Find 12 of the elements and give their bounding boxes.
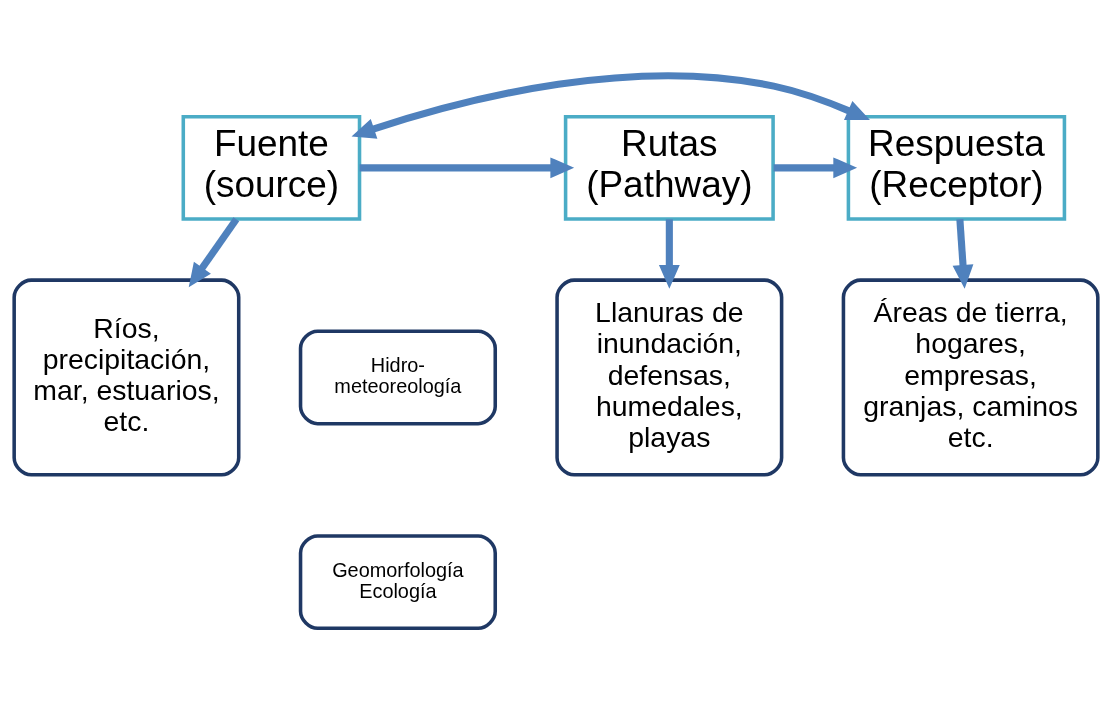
node-box: Geomorfología Ecología <box>298 534 497 631</box>
node-box: Hidro- meteoreología <box>298 329 497 426</box>
arrow <box>351 72 870 139</box>
node-box: Llanuras de inundación, defensas, humedales, playas <box>555 278 784 477</box>
node-box: Áreas de tierra, hogares, empresas, granjas, caminos etc. <box>841 278 1100 477</box>
arrow <box>773 157 858 179</box>
node-box: Respuesta (Receptor) <box>846 114 1067 221</box>
arrow <box>188 217 240 288</box>
node-box: Ríos, precipitación, mar, estuarios, etc. <box>12 278 241 477</box>
arrow <box>359 157 575 179</box>
node-box: Fuente (source) <box>181 114 362 221</box>
node-box: Rutas (Pathway) <box>563 114 775 221</box>
